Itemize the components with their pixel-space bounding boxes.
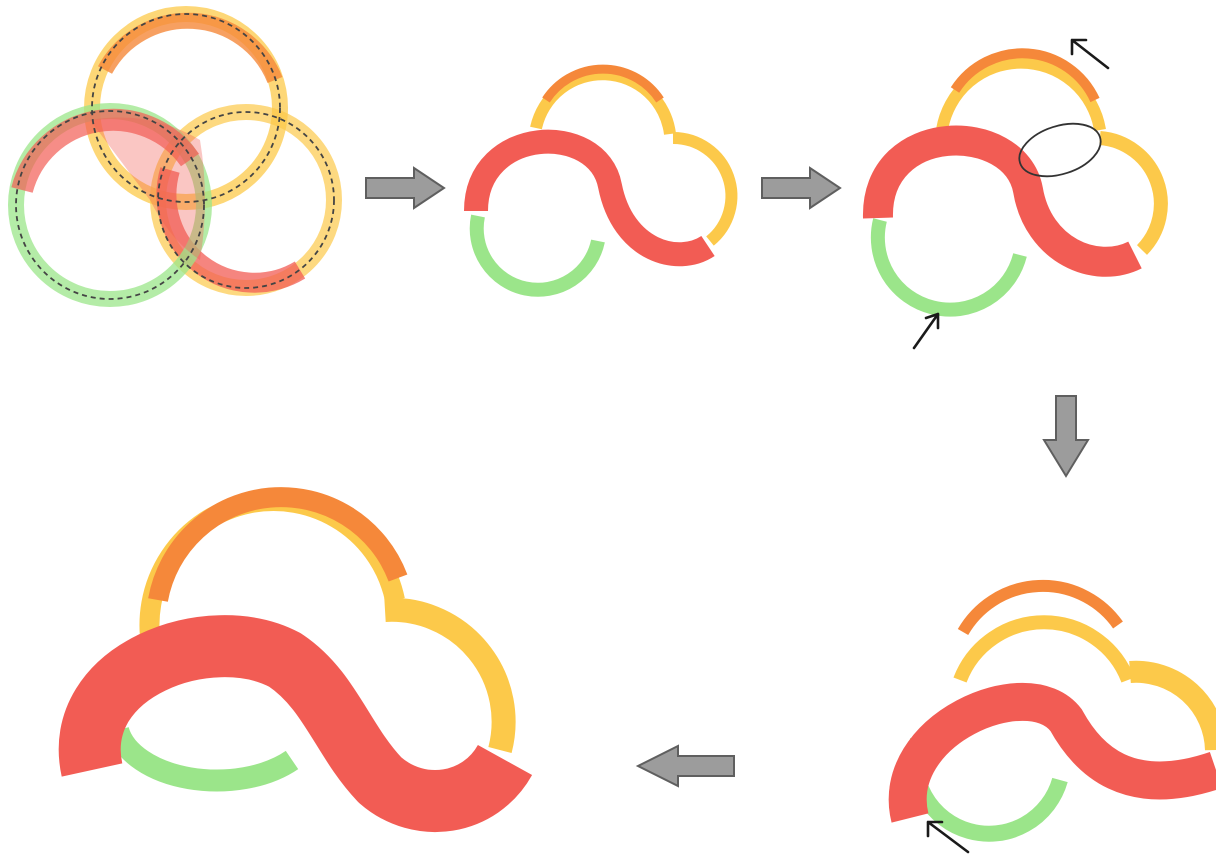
guide-arc-top-orange bbox=[97, 12, 283, 84]
arc-green bbox=[107, 726, 299, 792]
band-red bbox=[862, 125, 1142, 277]
step-4-thickened-cloud bbox=[888, 579, 1216, 842]
dashed-circle-top bbox=[91, 13, 281, 203]
arc-top-orange bbox=[957, 579, 1123, 636]
arc-right-yellow bbox=[672, 131, 738, 246]
guide-hatch-fill bbox=[90, 117, 205, 260]
guide-arc-left-red bbox=[11, 108, 200, 194]
arc-top-yellow bbox=[936, 56, 1106, 131]
process-arrow-icon bbox=[1042, 395, 1090, 478]
step-2-traced-cloud bbox=[464, 64, 738, 297]
arc-top-orange bbox=[542, 64, 664, 103]
arc-top-yellow bbox=[953, 615, 1135, 683]
arc-right-yellow bbox=[384, 597, 516, 754]
process-arrow-icon bbox=[761, 166, 842, 210]
band-red bbox=[888, 683, 1216, 823]
pointer-arrow-icon bbox=[926, 820, 970, 854]
guide-arc-right-red bbox=[156, 167, 306, 293]
arc-top-yellow bbox=[530, 68, 676, 135]
step-5-final-logo bbox=[58, 487, 533, 832]
arc-top-orange bbox=[148, 487, 408, 602]
dashed-circle-left bbox=[15, 110, 205, 300]
band-red bbox=[58, 615, 533, 832]
process-arrow-icon bbox=[635, 744, 735, 788]
arc-top-orange bbox=[950, 48, 1100, 103]
band-red bbox=[464, 129, 715, 267]
pointer-arrow-icon bbox=[912, 312, 940, 350]
overlap-lens-outline bbox=[1018, 122, 1102, 178]
step-3-adjusted-cloud bbox=[862, 48, 1168, 317]
arc-right-yellow bbox=[1129, 660, 1216, 751]
pointer-arrow-icon bbox=[1070, 38, 1110, 70]
dashed-circle-right bbox=[157, 111, 335, 289]
step-1-overlapping-circles bbox=[8, 6, 342, 307]
arc-green bbox=[870, 218, 1027, 317]
process-arrow-icon bbox=[365, 166, 446, 210]
arc-green bbox=[469, 214, 605, 297]
arc-right-yellow bbox=[1099, 131, 1168, 255]
